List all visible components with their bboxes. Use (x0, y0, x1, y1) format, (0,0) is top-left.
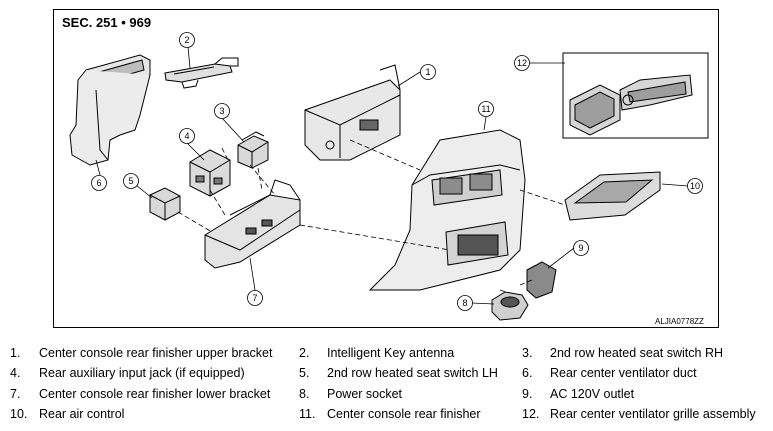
part-2-key-antenna (164, 57, 239, 89)
legend-text: Rear air control (39, 407, 125, 421)
callout-4: 4 (184, 131, 189, 141)
legend-num: 2. (299, 346, 310, 360)
figure-code: ALJIA0778ZZ (655, 317, 704, 326)
legend-num: 3. (522, 346, 533, 360)
exploded-view-diagram: SEC. 251 • 969 ALJIA0778ZZ (53, 9, 719, 328)
legend-text: Center console rear finisher (327, 407, 481, 421)
part-7-lower-bracket (204, 179, 301, 269)
legend-num: 1. (10, 346, 21, 360)
part-3-seat-switch-rh (237, 131, 269, 169)
part-8-power-socket (491, 291, 529, 321)
legend-row: 7. Center console rear finisher lower br… (0, 384, 773, 404)
part-1-upper-bracket (304, 64, 401, 161)
part-12-ventilator-grille (562, 52, 709, 139)
part-9-ac-outlet (526, 261, 557, 299)
legend-num: 8. (299, 387, 310, 401)
callout-10: 10 (690, 181, 700, 191)
callout-12: 12 (517, 58, 527, 68)
parts-legend: 1. Center console rear finisher upper br… (0, 343, 773, 431)
part-11-console-finisher (368, 129, 526, 291)
callout-8: 8 (462, 298, 467, 308)
callout-3: 3 (219, 106, 224, 116)
part-10-rear-air-control (564, 171, 661, 221)
part-5-seat-switch-lh (149, 187, 181, 221)
callout-7: 7 (252, 293, 257, 303)
legend-row: 1. Center console rear finisher upper br… (0, 343, 773, 363)
callout-2: 2 (184, 35, 189, 45)
legend-text: Center console rear finisher upper brack… (39, 346, 273, 360)
legend-text: 2nd row heated seat switch RH (550, 346, 724, 360)
part-6-ventilator-duct (69, 54, 151, 166)
legend-num: 5. (299, 366, 310, 380)
legend-text: Intelligent Key antenna (327, 346, 455, 360)
legend-text: AC 120V outlet (550, 387, 635, 401)
legend-text: Rear center ventilator duct (550, 366, 697, 380)
part-4-aux-input-jack (189, 149, 231, 197)
legend-row: 10. Rear air control 11. Center console … (0, 404, 773, 424)
section-label: SEC. 251 • 969 (62, 15, 151, 30)
legend-text: Rear auxiliary input jack (if equipped) (39, 366, 245, 380)
callout-11: 11 (481, 104, 490, 114)
callout-5: 5 (128, 176, 133, 186)
legend-text: 2nd row heated seat switch LH (327, 366, 498, 380)
legend-text: Center console rear finisher lower brack… (39, 387, 271, 401)
callout-9: 9 (578, 243, 583, 253)
callout-6: 6 (96, 178, 101, 188)
legend-num: 10. (10, 407, 28, 421)
legend-num: 7. (10, 387, 21, 401)
legend-num: 12. (522, 407, 540, 421)
legend-text: Power socket (327, 387, 403, 401)
legend-num: 9. (522, 387, 533, 401)
callout-1: 1 (425, 67, 430, 77)
legend-num: 11. (299, 407, 316, 421)
legend-num: 6. (522, 366, 533, 380)
legend-row: 4. Rear auxiliary input jack (if equippe… (0, 363, 773, 383)
legend-text: Rear center ventilator grille assembly (550, 407, 756, 421)
legend-num: 4. (10, 366, 21, 380)
